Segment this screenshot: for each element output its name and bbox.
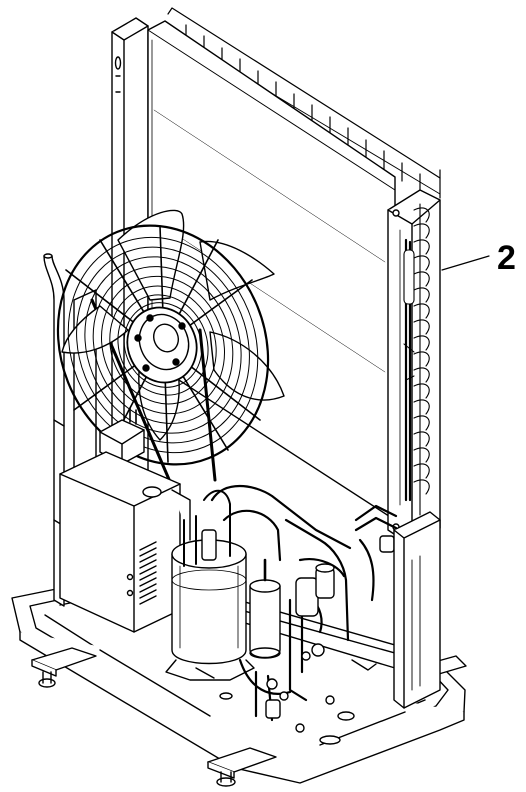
four-way-valve xyxy=(295,563,335,661)
right-side-support xyxy=(393,511,441,709)
electrical-control-box xyxy=(59,451,191,633)
callout-number-2: 2 xyxy=(497,239,516,277)
condenser-coil xyxy=(147,20,396,521)
mounting-foot-left xyxy=(31,647,97,688)
compressor xyxy=(165,489,255,681)
service-valves xyxy=(265,535,395,733)
mounting-foot-right xyxy=(207,747,277,787)
coil-header-end-plate xyxy=(387,189,441,547)
coil-hairpins xyxy=(403,203,430,516)
refrigerant-piping xyxy=(210,485,398,722)
fan-motor-hub xyxy=(126,306,198,384)
accumulator xyxy=(249,558,281,659)
base-details xyxy=(195,659,377,745)
transformer xyxy=(99,407,145,465)
callout-leader-line xyxy=(441,255,490,271)
